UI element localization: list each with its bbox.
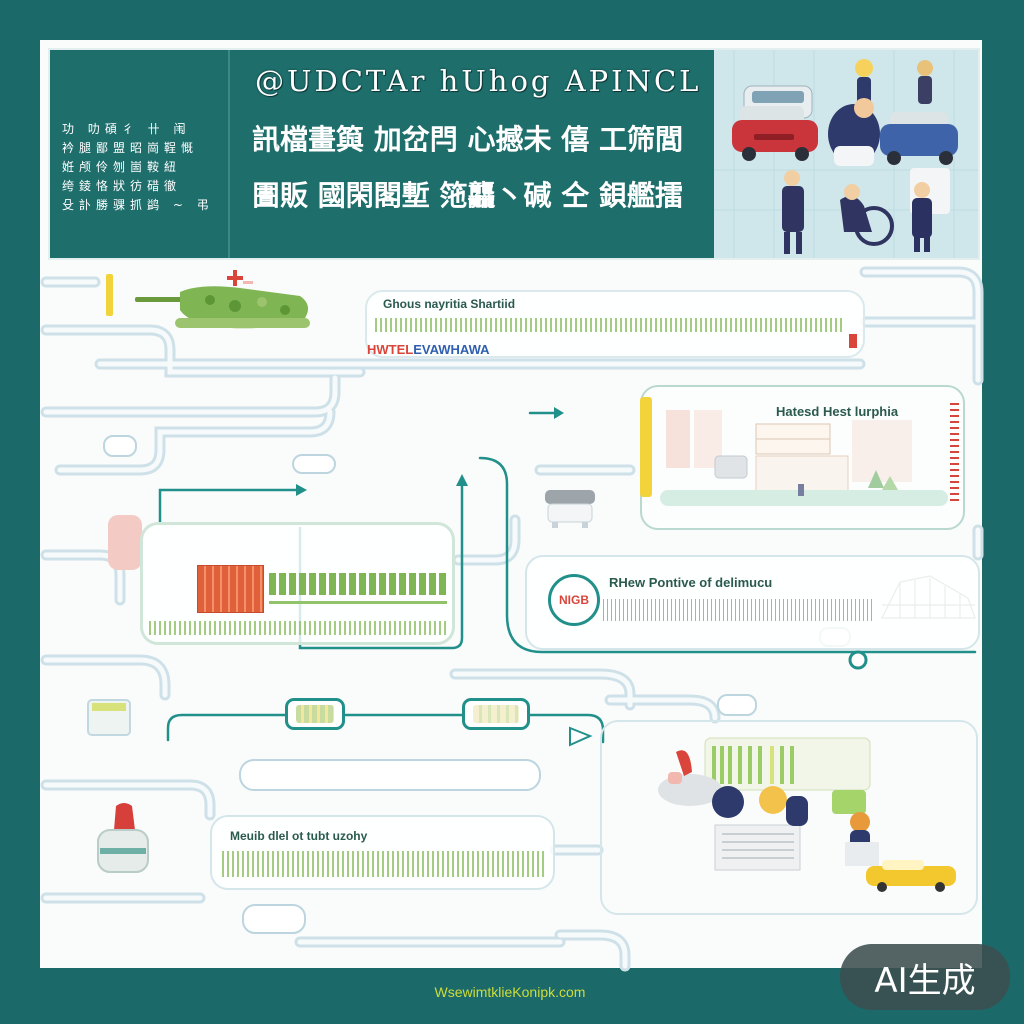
- stapler-icon: [97, 803, 149, 873]
- left-card-red-block: [197, 565, 264, 613]
- side-note-line: 姙颅伶刎崮鞍紐: [62, 160, 182, 174]
- person-icon: [759, 786, 787, 814]
- node-fill: [473, 705, 519, 723]
- flow-connectors: [158, 411, 977, 744]
- middle-card-title: RHew Pontive of delimucu: [609, 575, 773, 590]
- tank-icon: [135, 286, 310, 329]
- person-icon: [910, 168, 950, 252]
- top-info-card: Ghous nayritia Shartiid HWTELEVAWHAWA: [365, 290, 865, 358]
- header-side-notes: 功 叻碩彳 卄 闱 衿腿鄙盟昭崗鞓慨 姙颅伶刎崮鞍紐 绔錂恪狀彷碏徹 殳訃勝骒抓…: [50, 50, 230, 258]
- storefront-illustration: [660, 410, 948, 506]
- right-card-title: Hatesd Hest lurphia: [776, 404, 899, 419]
- connector-node-left: [285, 698, 345, 730]
- red-car-icon: [732, 106, 818, 161]
- connector-node: [848, 650, 868, 670]
- node-fill: [296, 705, 334, 723]
- header-illustration: [714, 50, 978, 258]
- bottom-left-card-title: Meuib dlel ot tubt uzohy: [230, 829, 368, 843]
- side-note-line: 殳訃勝骒抓鹢 ~ 弔: [62, 198, 214, 212]
- person-icon: [917, 60, 933, 104]
- side-note-line: 功 叻碩彳 卄 闱: [62, 122, 191, 136]
- person-icon: [712, 786, 744, 818]
- blue-car-icon: [880, 112, 958, 165]
- bottom-left-card-detail-row: [222, 851, 547, 877]
- header-banner: 功 叻碩彳 卄 闱 衿腿鄙盟昭崗鞓慨 姙颅伶刎崮鞍紐 绔錂恪狀彷碏徹 殳訃勝骒抓…: [48, 48, 980, 260]
- top-card-label-row: HWTELEVAWHAWA: [367, 342, 490, 357]
- connector-node-right: [462, 698, 530, 730]
- right-card-side-ticks: [950, 401, 959, 501]
- footer-url: WsewimtklieKonipk.com: [434, 984, 586, 1000]
- person-icon: [850, 812, 870, 832]
- top-card-detail-row: [375, 318, 845, 332]
- side-note-line: 绔錂恪狀彷碏徹: [62, 179, 182, 193]
- person-icon: [855, 59, 873, 105]
- top-card-label-red: HWTEL: [367, 342, 414, 357]
- arrowheads: [296, 407, 593, 747]
- left-card-divider: [269, 601, 447, 604]
- middle-card-badge: NIGB: [548, 574, 600, 626]
- header-title: @UDCTAr hUhog APINCL: [255, 64, 702, 98]
- pink-tab: [108, 515, 142, 570]
- arrow-up-icon: [456, 474, 468, 486]
- top-card-red-marker: [849, 334, 857, 348]
- yellow-car-icon: [866, 860, 956, 892]
- left-card-detail-row: [149, 621, 447, 635]
- person-icon: [782, 170, 804, 254]
- red-cross-icon: [227, 270, 253, 286]
- ai-generated-badge: AI生成: [840, 944, 1010, 1010]
- person-icon: [828, 98, 880, 166]
- side-note-line: 衿腿鄙盟昭崗鞓慨: [62, 141, 199, 155]
- left-card-heading-blocks: [269, 573, 447, 595]
- header-subtitle-line: 訊檔畫籅 加岔閂 心撼未 僖 工筛閭: [252, 123, 683, 156]
- pipe-nodes: [103, 435, 851, 934]
- device-icon: [545, 490, 595, 528]
- header-title-block: @UDCTAr hUhog APINCL 訊檔畫籅 加岔閂 心撼未 僖 工筛閭 …: [250, 50, 712, 258]
- middle-info-card: NIGB RHew Pontive of delimucu: [525, 555, 980, 650]
- left-info-card: [140, 522, 455, 645]
- yellow-marker: [106, 274, 113, 316]
- wheelchair-icon: [840, 184, 894, 246]
- bottom-left-info-card: Meuib dlel ot tubt uzohy: [210, 815, 555, 890]
- people-illustration: [658, 737, 879, 871]
- right-card-yellow-bar: [640, 397, 652, 497]
- arrow-right-icon: [296, 484, 307, 496]
- arrow-right-icon: [554, 407, 564, 419]
- box-icon: [87, 699, 131, 736]
- bottom-right-illustration-card: [600, 720, 978, 915]
- right-info-card: Hatesd Hest lurphia: [640, 385, 965, 530]
- arrow-down-icon: [569, 726, 593, 747]
- header-subtitle-line: 圕販 國閑閣塹 筂龘丶碱 仝 鋇艦擂: [252, 179, 683, 212]
- top-card-title: Ghous nayritia Shartiid: [383, 297, 516, 311]
- middle-card-detail-row: [603, 599, 873, 621]
- top-card-label-blue: EVAWHAWA: [413, 342, 490, 357]
